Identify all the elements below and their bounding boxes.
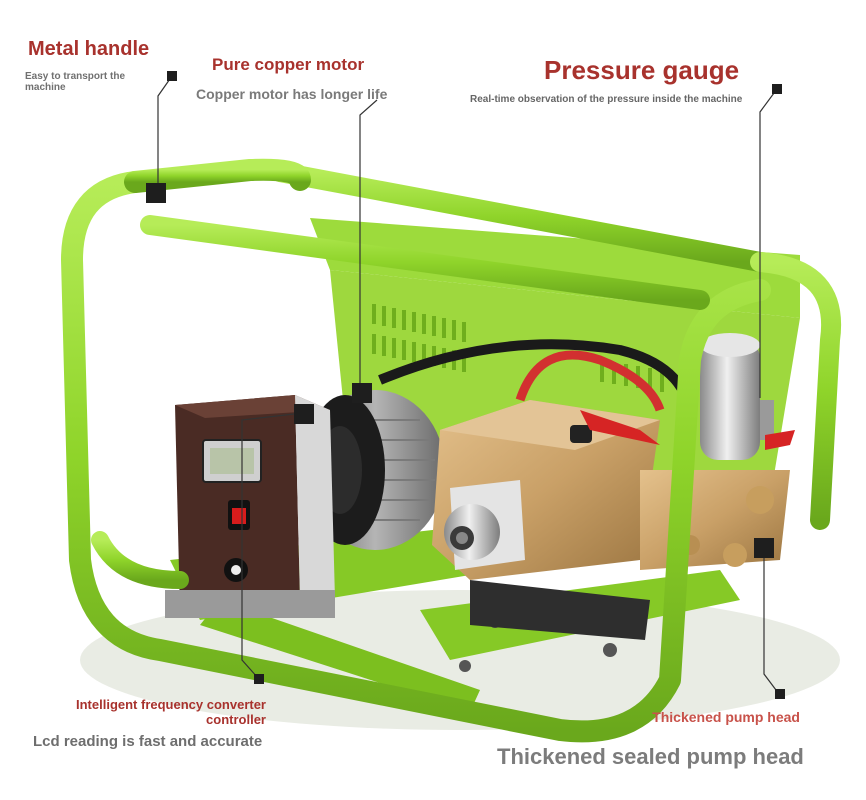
pressure-gauge <box>700 333 795 460</box>
frequency-converter <box>165 395 335 618</box>
metal-handle-subtitle: Easy to transport the machine <box>25 71 126 93</box>
marker-square <box>352 383 372 403</box>
leader-pump-head <box>763 548 780 695</box>
frame-front <box>61 158 771 743</box>
leader-metal-handle <box>157 75 173 192</box>
copper-motor-title: Pure copper motor <box>212 55 365 74</box>
marker-square <box>167 71 177 81</box>
marker-square <box>146 183 166 203</box>
pressure-gauge-title: Pressure gauge <box>544 55 740 85</box>
pump-head-title: Thickened pump head <box>652 709 800 725</box>
leader-converter <box>241 412 304 679</box>
converter-title: Intelligent frequency converter controll… <box>76 697 266 727</box>
pump-bracket <box>470 580 650 640</box>
marker-square <box>294 404 314 424</box>
pump-head-subtitle: Thickened sealed pump head <box>497 744 804 769</box>
converter-subtitle: Lcd reading is fast and accurate <box>33 733 263 750</box>
marker-square <box>772 84 782 94</box>
leader-pressure-gauge <box>759 88 778 398</box>
marker-square <box>775 689 785 699</box>
pressure-gauge-subtitle: Real-time observation of the pressure in… <box>470 94 743 105</box>
callout-lines <box>157 75 780 695</box>
callout-markers <box>146 71 785 699</box>
metal-handle-title: Metal handle <box>28 38 150 60</box>
red-hose <box>515 350 665 412</box>
copper-motor-subtitle: Copper motor has longer life <box>196 86 388 102</box>
marker-square <box>254 674 264 684</box>
leader-copper-motor <box>359 99 378 392</box>
marker-square <box>754 538 774 558</box>
